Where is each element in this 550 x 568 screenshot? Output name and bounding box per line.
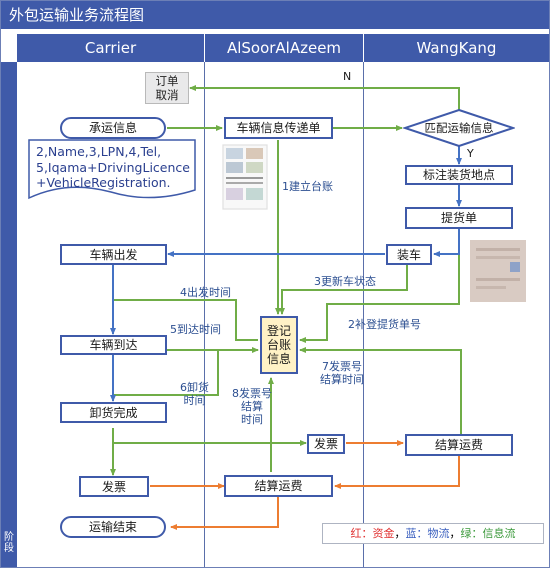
lane-header-alsooralazeem: AlSoorAlAzeem: [205, 34, 363, 62]
invoice-mid-node: 发票: [307, 434, 345, 454]
vehicle-depart-node: 车辆出发: [60, 244, 167, 265]
edge-label-5: 5到达时间: [170, 323, 221, 336]
diagram-title: 外包运输业务流程图: [1, 1, 549, 29]
order-cancel-node: 订单 取消: [145, 72, 189, 104]
legend-sep-2: ，: [449, 527, 461, 540]
legend-green: 绿：信息流: [460, 527, 516, 540]
document-line-2: 5,Iqama+DrivingLicence: [36, 159, 190, 175]
legend-red: 红：资金: [350, 527, 395, 540]
edge-label-8: 8发票号 结算 时间: [232, 387, 272, 426]
document-line-3: +VehicleRegistration.: [36, 175, 171, 190]
edge-label-3: 3更新车状态: [314, 275, 376, 288]
stage-band: [1, 62, 17, 567]
match-info-label: 匹配运输信息: [424, 121, 494, 135]
shipping-info-node: 承运信息: [60, 117, 166, 139]
lane-header-carrier: Carrier: [17, 34, 204, 62]
edge-label-n: N: [343, 70, 352, 83]
shipping-document-shape: [28, 139, 196, 200]
edge-label-y: Y: [467, 147, 474, 160]
lane-header-wangkang: WangKang: [364, 34, 549, 62]
document-thumbnail-image: [222, 144, 268, 210]
edge-label-2: 2补登提货单号: [348, 318, 421, 331]
vehicle-arrive-node: 车辆到达: [60, 335, 167, 355]
vehicle-info-form-node: 车辆信息传递单: [224, 117, 333, 139]
bill-thumbnail-image: [470, 240, 526, 302]
lane-divider-2: [363, 62, 364, 567]
legend-sep-1: ，: [394, 527, 406, 540]
edge-label-4: 4出发时间: [180, 286, 231, 299]
invoice-left-node: 发票: [79, 476, 149, 497]
register-ledger-node: 登记 台账 信息: [260, 316, 298, 374]
legend-box: 红：资金，蓝：物流，绿：信息流: [322, 523, 544, 544]
lane-divider-1: [204, 62, 205, 567]
legend-blue: 蓝：物流: [405, 527, 450, 540]
unload-done-node: 卸货完成: [60, 402, 167, 423]
mark-loading-node: 标注装货地点: [405, 165, 513, 185]
transport-end-node: 运输结束: [60, 516, 166, 538]
edge-label-7: 7发票号 结算时间: [320, 360, 364, 386]
settle-mid-node: 结算运费: [224, 475, 333, 497]
loading-node: 装车: [386, 244, 432, 265]
shipping-document-text: 2,Name,3,LPN,4,Tel, 5,Iqama+DrivingLicen…: [36, 144, 190, 191]
settle-right-node: 结算运费: [405, 434, 513, 456]
edge-label-1: 1建立台账: [282, 180, 333, 193]
document-line-1: 2,Name,3,LPN,4,Tel,: [36, 144, 162, 159]
edge-label-6: 6卸货 时间: [180, 381, 209, 407]
match-info-decision: [403, 109, 515, 147]
stage-label: 阶段: [4, 532, 14, 554]
bill-of-lading-node: 提货单: [405, 207, 513, 229]
